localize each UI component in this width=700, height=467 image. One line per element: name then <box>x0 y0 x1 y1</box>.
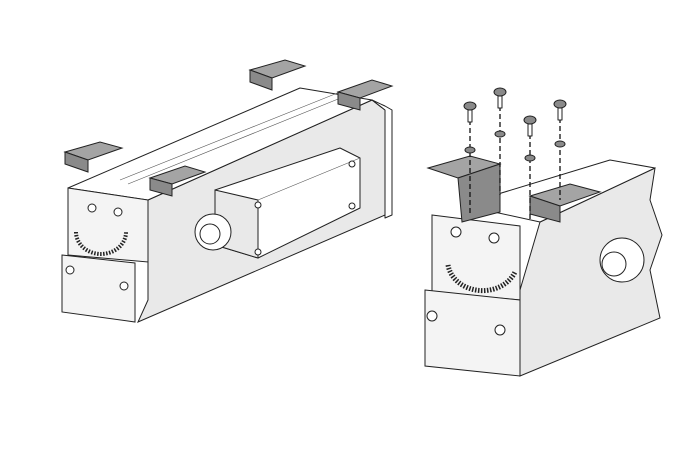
mounting-bracket-leg <box>64 151 89 173</box>
left-unit-assembled <box>61 59 394 323</box>
left-unit-end-cap <box>371 99 393 219</box>
mounting-bracket-leg <box>149 177 173 197</box>
screw-1 <box>463 101 477 215</box>
screw-3 <box>523 115 537 220</box>
screw-head <box>119 281 129 291</box>
screw-shank <box>557 107 563 121</box>
washer-icon <box>494 130 506 138</box>
screw-4 <box>553 99 567 200</box>
screw-head <box>426 310 438 322</box>
cable-gland-inner <box>601 251 627 277</box>
screw-head <box>65 265 75 275</box>
washer-icon <box>464 146 476 154</box>
screw-head <box>348 160 356 168</box>
screw-head <box>494 324 506 336</box>
screw-head <box>488 232 500 244</box>
screw-head <box>254 248 262 256</box>
right-unit-exploded <box>424 87 663 377</box>
left-unit-front-face <box>67 187 149 263</box>
mounting-bracket-leg <box>249 69 273 91</box>
washer-icon <box>524 154 536 162</box>
screw-head <box>254 201 262 209</box>
screw-icon <box>463 101 477 111</box>
screw-icon <box>493 87 507 97</box>
right-unit-lower-panel <box>424 289 521 377</box>
screw-head <box>87 203 97 213</box>
right-unit-front-face <box>431 214 521 301</box>
screw-head <box>450 226 462 238</box>
dial-scale <box>74 231 128 256</box>
mounting-bracket-leg <box>337 91 361 111</box>
screw-icon <box>523 115 537 125</box>
screw-2 <box>493 87 507 195</box>
screw-shank <box>467 109 473 123</box>
cable-gland-inner <box>199 223 221 245</box>
left-unit-lower-panel <box>61 254 136 323</box>
dial-scale <box>445 264 518 294</box>
screw-shank <box>527 123 533 137</box>
screw-icon <box>553 99 567 109</box>
mounting-bracket-leg <box>457 163 501 223</box>
screw-head <box>113 207 123 217</box>
screw-head <box>348 202 356 210</box>
screw-shank <box>497 95 503 109</box>
washer-icon <box>554 140 566 148</box>
